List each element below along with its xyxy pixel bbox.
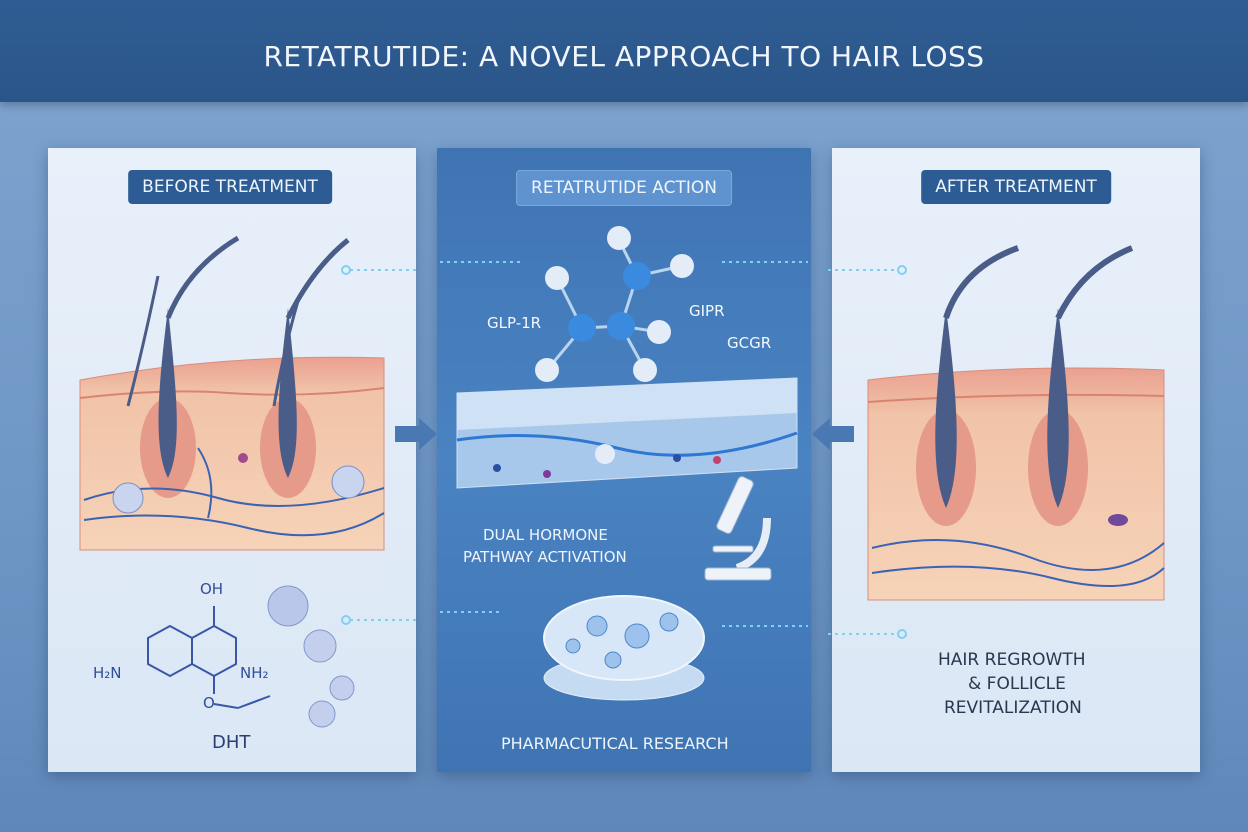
after-treatment-panel: AFTER TREATMENT HAIR REGROWTH & FOLLICLE… [832,148,1200,772]
after-skin-illustration [867,245,1165,601]
title-banner: RETATRUTIDE: A NOVEL APPROACH TO HAIR LO… [0,0,1248,102]
molecule-icon [147,606,271,709]
molecule-label: DHT [212,732,251,753]
page-title: RETATRUTIDE: A NOVEL APPROACH TO HAIR LO… [263,40,985,73]
action-caption-line1: DUAL HORMONE [483,526,608,544]
retatrutide-action-panel: RETATRUTIDE ACTION [437,148,811,772]
before-skin-illustration [79,235,385,728]
after-caption-line1: HAIR REGROWTH [938,650,1086,670]
atom-label-nh2: NH₂ [240,664,269,682]
retatrutide-action-heading: RETATRUTIDE ACTION [516,170,732,206]
action-footer: PHARMACUTICAL RESEARCH [501,734,729,753]
atom-label-o: O [203,694,215,712]
atom-label-oh: OH [200,580,224,598]
before-treatment-heading: BEFORE TREATMENT [128,170,332,204]
receptor-label-gcgr: GCGR [727,334,772,352]
action-illustration [456,226,798,701]
microscope-icon [704,476,772,581]
after-treatment-heading: AFTER TREATMENT [921,170,1111,204]
receptor-label-gipr: GIPR [689,302,725,320]
after-caption-line3: REVITALIZATION [944,698,1082,718]
receptor-label-glp1r: GLP-1R [487,314,542,332]
action-caption-line2: PATHWAY ACTIVATION [463,548,627,566]
after-caption-line2: & FOLLICLE [968,674,1066,694]
before-treatment-panel: BEFORE TREATMENT [48,148,416,772]
atom-label-h2n: H₂N [93,664,122,682]
petri-dish-icon [543,595,705,701]
